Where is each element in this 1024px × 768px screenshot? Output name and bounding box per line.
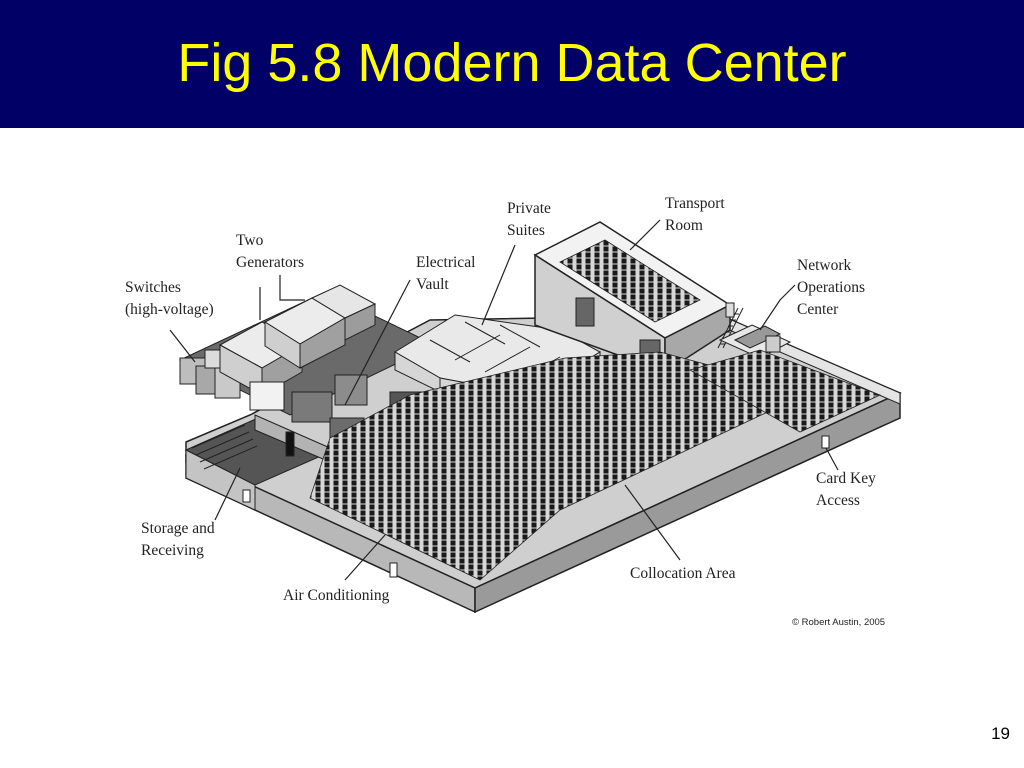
generators [218, 284, 377, 396]
label-air-conditioning: Air Conditioning [283, 587, 390, 604]
noc-console [733, 325, 782, 349]
slide-title: Fig 5.8 Modern Data Center [177, 33, 847, 93]
high-voltage-switches [179, 349, 241, 399]
storage-shelves [191, 424, 258, 470]
copyright-notice: © Robert Austin, 2005 [792, 617, 885, 628]
transport-room-door [725, 302, 735, 318]
leader-lines [169, 219, 839, 581]
noc-monitor [765, 335, 781, 353]
label-switches: Switches(high-voltage) [125, 279, 214, 318]
storage-bay-wall [185, 449, 256, 511]
slide-number: 19 [991, 724, 1010, 743]
label-collocation-area: Collocation Area [630, 565, 736, 582]
suite-cabinet [575, 297, 595, 327]
power-room-door [285, 431, 295, 457]
storage-door [242, 489, 251, 503]
collocation-racks-right [688, 349, 882, 433]
transport-room-racks [559, 239, 701, 323]
title-bar [0, 0, 1024, 128]
card-key-reader [821, 435, 830, 449]
stairs [717, 307, 744, 349]
front-right-wall [474, 391, 901, 614]
front-wall-door [389, 562, 398, 578]
